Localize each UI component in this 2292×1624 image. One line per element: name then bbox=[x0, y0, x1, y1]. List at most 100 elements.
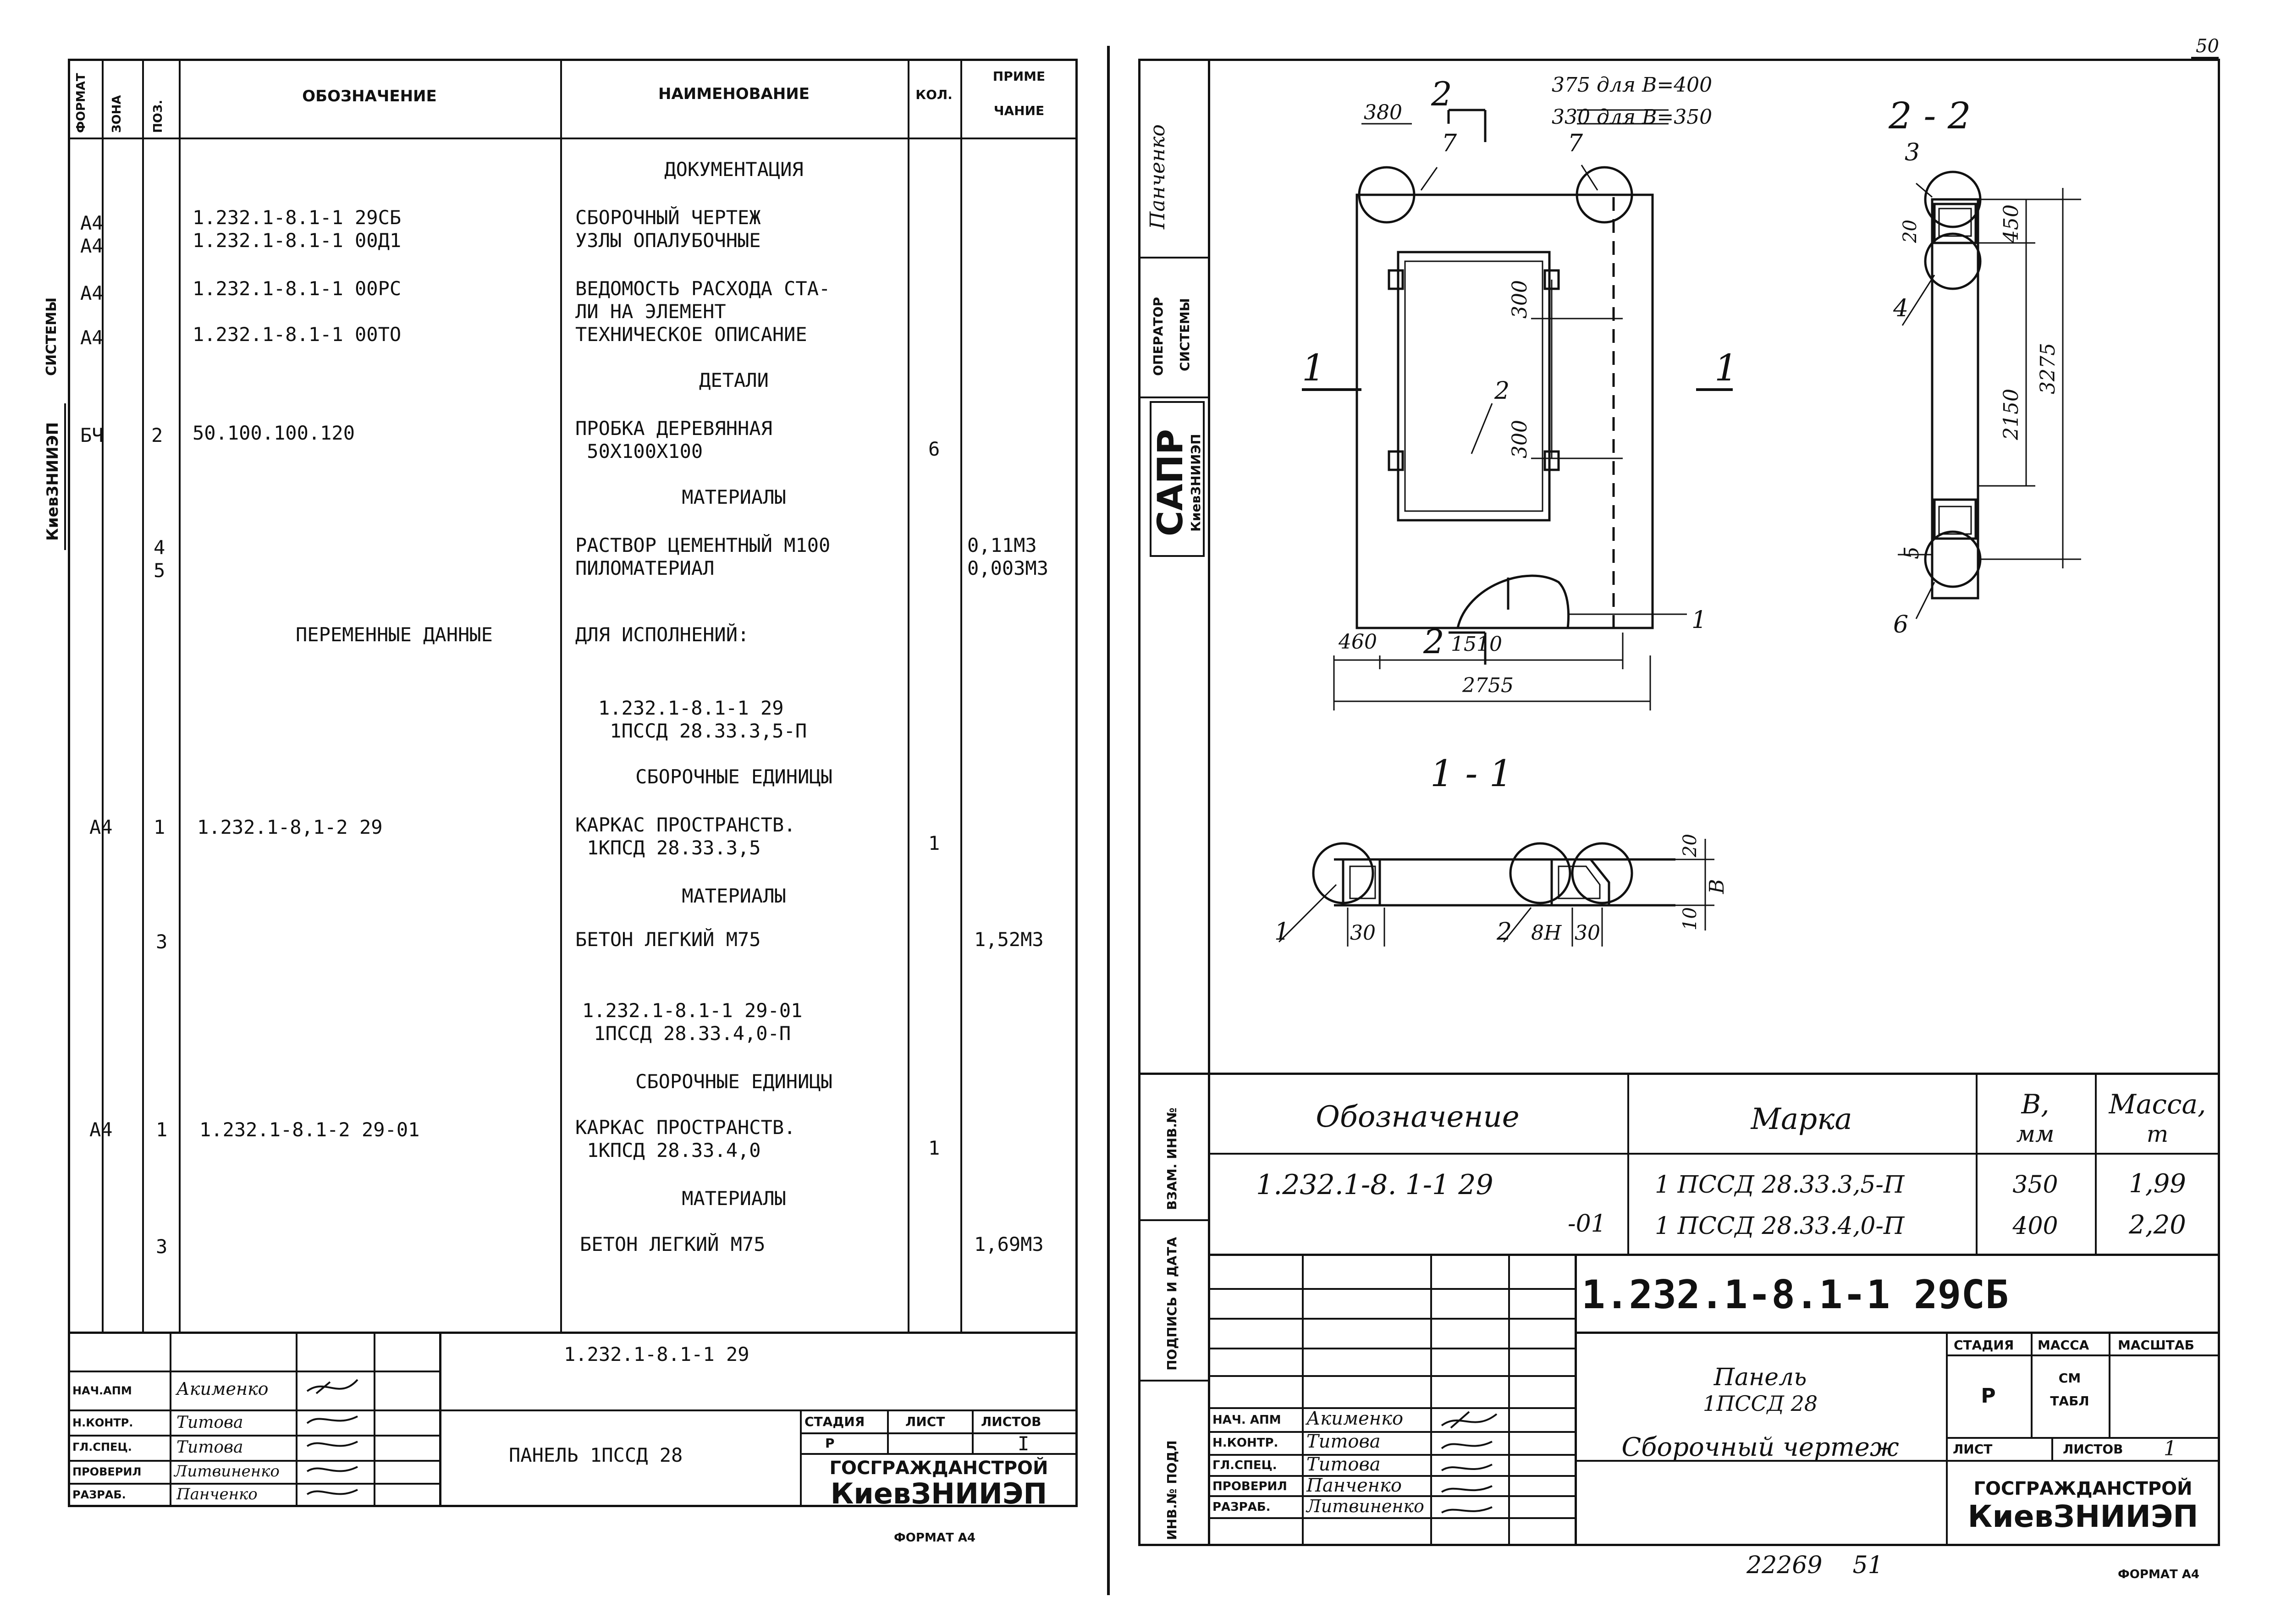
table-header-b: В, bbox=[2021, 1089, 2050, 1120]
dim-20: 20 bbox=[1680, 834, 1701, 858]
right-org: ГОСГРАЖДАНСТРОЙ bbox=[1973, 1478, 2193, 1499]
col-pos-header: ПОЗ. bbox=[151, 99, 165, 133]
col-zone-header: ЗОНА bbox=[110, 95, 124, 133]
row-note: 1,69М3 bbox=[974, 1233, 1044, 1255]
callout-1: 1 bbox=[1274, 918, 1289, 946]
row-section-title: МАТЕРИАЛЫ bbox=[682, 1187, 786, 1210]
right-signatures bbox=[1441, 1411, 1498, 1514]
left-role: Н.КОНТР. bbox=[72, 1416, 133, 1429]
row-designation: 1.232.1-8.1-1 00ТО bbox=[193, 323, 402, 346]
left-signer-name: Панченко bbox=[176, 1485, 258, 1503]
left-margin-systems: СИСТЕМЫ bbox=[44, 297, 60, 376]
row-pos: 3 bbox=[156, 930, 168, 953]
left-signer-name: Титова bbox=[176, 1413, 243, 1432]
callout-4: 4 bbox=[1893, 295, 1908, 322]
row-format: А4 bbox=[89, 1118, 113, 1141]
row-name: ПРОБКА ДЕРЕВЯННАЯ 50Х100Х100 bbox=[575, 417, 772, 462]
right-signer-name: Литвиненко bbox=[1306, 1496, 1424, 1516]
detail-circle bbox=[1924, 232, 1982, 290]
left-format-note: ФОРМАТ А4 bbox=[894, 1531, 975, 1545]
dim-30: 30 bbox=[1575, 921, 1600, 945]
table-row-mark: 1 ПССД 28.33.3,5-П bbox=[1655, 1171, 1905, 1199]
right-format-note: ФОРМАТ А4 bbox=[2118, 1568, 2199, 1581]
right-stage-value: Р bbox=[1981, 1384, 1996, 1408]
col-name-header: НАИМЕНОВАНИЕ bbox=[658, 85, 810, 103]
dim-2150: 2150 bbox=[2000, 389, 2023, 440]
right-margin-inst: КиевЗНИИЭП bbox=[1188, 434, 1203, 532]
sheet-number: 50 bbox=[2196, 36, 2219, 57]
left-sheet-label: ЛИСТ bbox=[905, 1414, 945, 1429]
right-margin-vzam: ВЗАМ. ИНВ.№ bbox=[1164, 1107, 1179, 1210]
assembly-drawing: 2 2 1 1 2 - 2 1 - 1 380 375 для В=400 33… bbox=[1274, 73, 2081, 947]
left-frame bbox=[68, 59, 1078, 1507]
table-header-b-unit: мм bbox=[2016, 1121, 2055, 1147]
row-name: 1.232.1-8.1-1 29-01 1ПССД 28.33.4,0-П bbox=[582, 999, 803, 1045]
detail-circle bbox=[1509, 842, 1571, 904]
row-designation: 50.100.100.120 bbox=[193, 422, 355, 444]
row-designation: 1.232.1-8.1-1 00РС bbox=[193, 277, 402, 300]
row-name: БЕТОН ЛЕГКИЙ М75 bbox=[575, 928, 761, 951]
right-role: ГЛ.СПЕЦ. bbox=[1212, 1459, 1277, 1472]
left-sheets-value: I bbox=[1018, 1432, 1030, 1455]
row-section-title: МАТЕРИАЛЫ bbox=[682, 486, 786, 508]
right-title-1: Панель bbox=[1713, 1364, 1807, 1391]
callout-3: 3 bbox=[1905, 139, 1920, 166]
right-scale-label: МАСШТАБ bbox=[2118, 1338, 2194, 1353]
section-2-label: 2 bbox=[1431, 75, 1452, 113]
right-stage-label: СТАДИЯ bbox=[1954, 1338, 2014, 1353]
callout-2: 2 bbox=[1494, 377, 1510, 405]
left-role: РАЗРАБ. bbox=[72, 1488, 126, 1501]
detail-circle bbox=[1924, 530, 1982, 588]
right-role: Н.КОНТР. bbox=[1212, 1436, 1278, 1450]
right-mass-label: МАССА bbox=[2038, 1338, 2089, 1353]
dim-330: 330 для В=350 bbox=[1552, 105, 1712, 129]
callout-6: 6 bbox=[1893, 611, 1908, 639]
right-signer-name: Титова bbox=[1306, 1454, 1381, 1475]
col-qty-header: КОЛ. bbox=[915, 87, 953, 102]
left-role: НАЧ.АПМ bbox=[72, 1384, 132, 1397]
view-22-label: 2 - 2 bbox=[1888, 94, 1971, 137]
left-signer-name: Акименко bbox=[176, 1379, 269, 1399]
right-title-3: Сборочный чертеж bbox=[1621, 1432, 1899, 1462]
left-margin-inst: КиевЗНИИЭП bbox=[44, 422, 62, 541]
right-margin-inv: ИНВ.№ ПОДЛ bbox=[1164, 1440, 1179, 1540]
panel-outline bbox=[1355, 193, 1654, 629]
right-margin-sign-date: ПОДПИСЬ И ДАТА bbox=[1164, 1237, 1179, 1371]
row-designation: 1.232.1-8.1-2 29-01 bbox=[199, 1118, 420, 1141]
col-note-header-2: ЧАНИЕ bbox=[993, 103, 1045, 118]
col-note-header-1: ПРИМЕ bbox=[992, 69, 1046, 84]
detail-circle bbox=[1571, 842, 1633, 904]
right-mass-value-2: ТАБЛ bbox=[2050, 1393, 2089, 1409]
dim-10: 10 bbox=[1680, 907, 1701, 930]
row-name: ВЕДОМОСТЬ РАСХОДА СТА- ЛИ НА ЭЛЕМЕНТ bbox=[575, 277, 831, 323]
right-margin-systems: СИСТЕМЫ bbox=[1177, 298, 1192, 371]
row-designation: 1.232.1-8,1-2 29 bbox=[197, 816, 383, 838]
right-sheets-label: ЛИСТОВ bbox=[2063, 1442, 2123, 1457]
footer-numbers: 22269 51 bbox=[1747, 1552, 1883, 1579]
row-pos: 1 bbox=[154, 816, 165, 838]
left-role: ПРОВЕРИЛ bbox=[72, 1465, 142, 1478]
row-name: КАРКАС ПРОСТРАНСТВ. 1КПСД 28.33.3,5 bbox=[575, 814, 796, 859]
table-row-b: 400 bbox=[2012, 1212, 2058, 1240]
right-frame bbox=[1138, 59, 2220, 1546]
table-row-b: 350 bbox=[2012, 1171, 2058, 1199]
table-row-mark: 1 ПССД 28.33.4,0-П bbox=[1655, 1212, 1905, 1240]
detail-circle bbox=[1576, 166, 1633, 224]
callout-7: 7 bbox=[1442, 130, 1457, 157]
left-inst: КиевЗНИИЭП bbox=[830, 1477, 1047, 1510]
dim-1510: 1510 bbox=[1451, 633, 1502, 656]
row-name: ДЛЯ ИСПОЛНЕНИЙ: bbox=[575, 623, 749, 646]
dim-20: 20 bbox=[1900, 220, 1921, 243]
row-format: А4 А4 bbox=[80, 212, 104, 257]
right-inst: КиевЗНИИЭП bbox=[1967, 1499, 2198, 1534]
table-row-designation: -01 bbox=[1568, 1210, 1606, 1238]
row-pos: 4 5 bbox=[154, 536, 165, 582]
dim-380: 380 bbox=[1364, 101, 1402, 124]
right-title-2: 1ПССД 28 bbox=[1702, 1391, 1818, 1416]
right-role: РАЗРАБ. bbox=[1212, 1500, 1271, 1514]
dim-375: 375 для В=400 bbox=[1552, 73, 1712, 97]
left-signer-name: Титова bbox=[176, 1438, 243, 1457]
callout-1: 1 bbox=[1691, 606, 1707, 634]
dim-8n: 8Н bbox=[1531, 921, 1562, 945]
right-role: ПРОВЕРИЛ bbox=[1212, 1480, 1287, 1493]
